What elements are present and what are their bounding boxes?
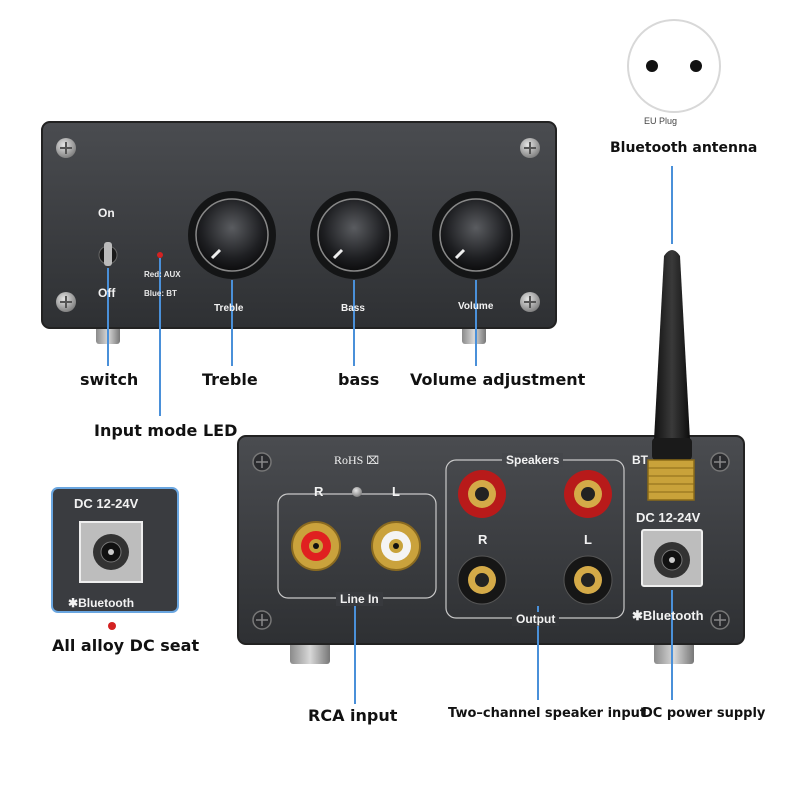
callout-bass: bass: [338, 370, 380, 389]
callout-dc-seat: All alloy DC seat: [52, 636, 200, 655]
bluetooth-antenna-icon: [647, 250, 695, 501]
line-in-right-label: R: [314, 484, 324, 499]
callout-lines: [107, 166, 673, 704]
dc-seat-inset: [51, 487, 179, 630]
inset-bluetooth-label: ✱Bluetooth: [68, 596, 135, 608]
front-panel: [41, 121, 557, 344]
rear-bluetooth-label: ✱Bluetooth: [632, 608, 704, 623]
callout-input-led: Input mode LED: [94, 421, 238, 440]
rohs-label: RoHS ⌧: [334, 453, 380, 467]
led-blue-label: Blue: BT: [144, 289, 177, 298]
led-red-label: Red: AUX: [144, 270, 181, 279]
screw-icon: [252, 452, 730, 630]
speaker-terminal-black-icon: [457, 555, 613, 605]
eu-plug-icon: [627, 19, 721, 113]
callout-rca-input: RCA input: [308, 706, 398, 725]
speaker-terminal-red-icon: [458, 470, 612, 518]
bt-label: BT: [632, 453, 648, 467]
eu-plug-caption: EU Plug: [644, 116, 678, 126]
callout-speaker-input: Two–channel speaker input: [448, 706, 647, 721]
speaker-left-label: L: [584, 532, 592, 547]
treble-knob-label: Treble: [214, 303, 244, 314]
callout-bluetooth-antenna: Bluetooth antenna: [610, 140, 758, 156]
bluetooth-icon: ✱: [68, 596, 79, 608]
treble-knob: [188, 191, 276, 279]
rca-jack-red-icon: [291, 521, 341, 571]
rear-dc-rating: DC 12-24V: [636, 510, 701, 525]
bass-knob-label: Bass: [341, 303, 365, 314]
speakers-label: Speakers: [502, 453, 564, 467]
callout-switch: switch: [80, 370, 139, 389]
callout-dc-power: DC power supply: [642, 706, 766, 721]
switch-on-label: On: [98, 206, 115, 220]
volume-knob: [432, 191, 520, 279]
volume-knob-label: Volume: [458, 301, 494, 312]
line-in-left-label: L: [392, 484, 400, 499]
screw-icon: [56, 138, 540, 312]
toggle-switch-icon: [98, 242, 118, 266]
output-label: Output: [512, 612, 560, 626]
dc-jack-icon: [641, 529, 703, 587]
callout-treble: Treble: [202, 370, 258, 389]
inset-dc-rating: DC 12-24V: [74, 496, 139, 511]
callout-volume: Volume adjustment: [410, 370, 586, 389]
rca-jack-white-icon: [371, 521, 421, 571]
input-mode-led: [157, 252, 163, 258]
bass-knob: [310, 191, 398, 279]
line-in-label: Line In: [336, 592, 383, 606]
switch-off-label: Off: [98, 286, 116, 300]
bluetooth-icon: ✱: [632, 608, 643, 623]
speaker-right-label: R: [478, 532, 488, 547]
